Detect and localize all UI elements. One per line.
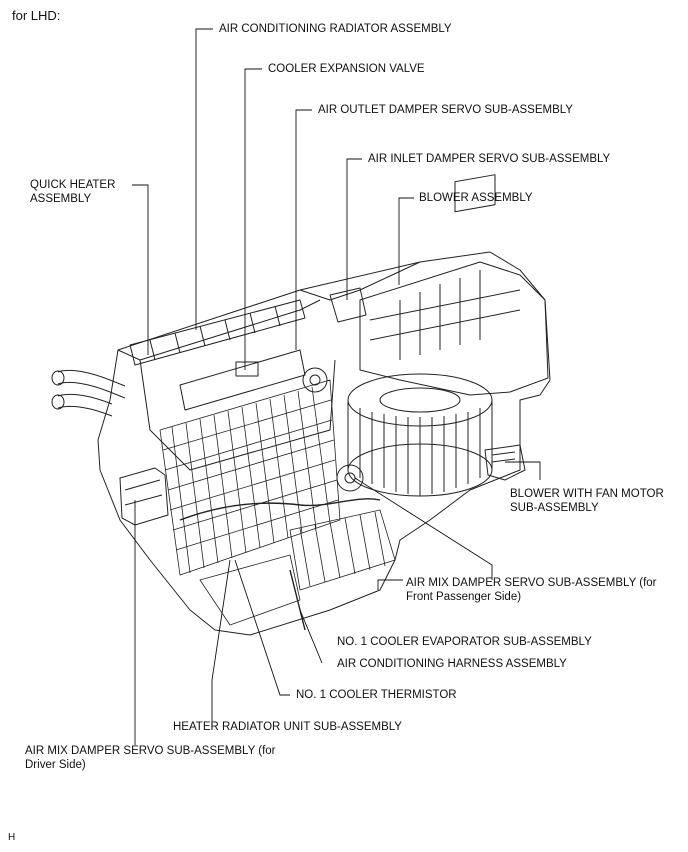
diagram-heading: for LHD: (12, 8, 61, 23)
label-air-mix-damper-servo-driver: AIR MIX DAMPER SERVO SUB-ASSEMBLY (for D… (25, 745, 276, 771)
label-blower-with-fan-motor: BLOWER WITH FAN MOTOR SUB-ASSEMBLY (510, 488, 664, 514)
label-quick-heater-assembly: QUICK HEATER ASSEMBLY (30, 179, 116, 205)
inlet-damper-servo-body (329, 287, 367, 323)
leader-inlet-servo (346, 158, 362, 300)
ac-radiator-top (129, 299, 306, 411)
refrigerant-pipes (51, 369, 126, 417)
leader-harness (299, 609, 323, 664)
label-air-inlet-damper-servo: AIR INLET DAMPER SERVO SUB-ASSEMBLY (368, 153, 611, 165)
leader-heater-radiator (211, 559, 231, 725)
passenger-damper-gear (336, 464, 364, 492)
label-air-mix-damper-servo-passenger: AIR MIX DAMPER SERVO SUB-ASSEMBLY (for F… (406, 577, 657, 603)
label-blower-assembly: BLOWER ASSEMBLY (419, 192, 533, 204)
label-ac-harness-assembly: AIR CONDITIONING HARNESS ASSEMBLY (337, 658, 567, 670)
illustration-code: H (8, 832, 16, 843)
label-ac-radiator-assembly: AIR CONDITIONING RADIATOR ASSEMBLY (219, 23, 452, 35)
evaporator-core (159, 379, 341, 576)
leader-fan-motor (505, 461, 541, 480)
leader-thermistor (234, 559, 290, 696)
fan-motor-connector (484, 444, 526, 481)
label-air-outlet-damper-servo: AIR OUTLET DAMPER SERVO SUB-ASSEMBLY (318, 104, 573, 116)
label-no1-cooler-thermistor: NO. 1 COOLER THERMISTOR (296, 689, 457, 701)
leader-ac-radiator (195, 28, 213, 330)
label-cooler-expansion-valve: COOLER EXPANSION VALVE (268, 63, 425, 75)
label-heater-radiator-unit: HEATER RADIATOR UNIT SUB-ASSEMBLY (173, 721, 402, 733)
driver-servo-body (119, 467, 169, 526)
label-no1-cooler-evaporator: NO. 1 COOLER EVAPORATOR SUB-ASSEMBLY (337, 636, 592, 648)
outlet-damper-gear (302, 367, 328, 393)
blower-fan (347, 373, 493, 497)
leader-expansion-valve (244, 68, 262, 370)
blower-housing (359, 174, 549, 396)
lower-evaporator (199, 509, 396, 626)
leader-passenger-servo (354, 477, 493, 580)
leader-quick-heater (132, 184, 149, 355)
expansion-valve-body (235, 361, 259, 377)
leader-evaporator (377, 579, 403, 590)
leader-blower (398, 197, 414, 285)
leader-outlet-servo (295, 109, 312, 350)
